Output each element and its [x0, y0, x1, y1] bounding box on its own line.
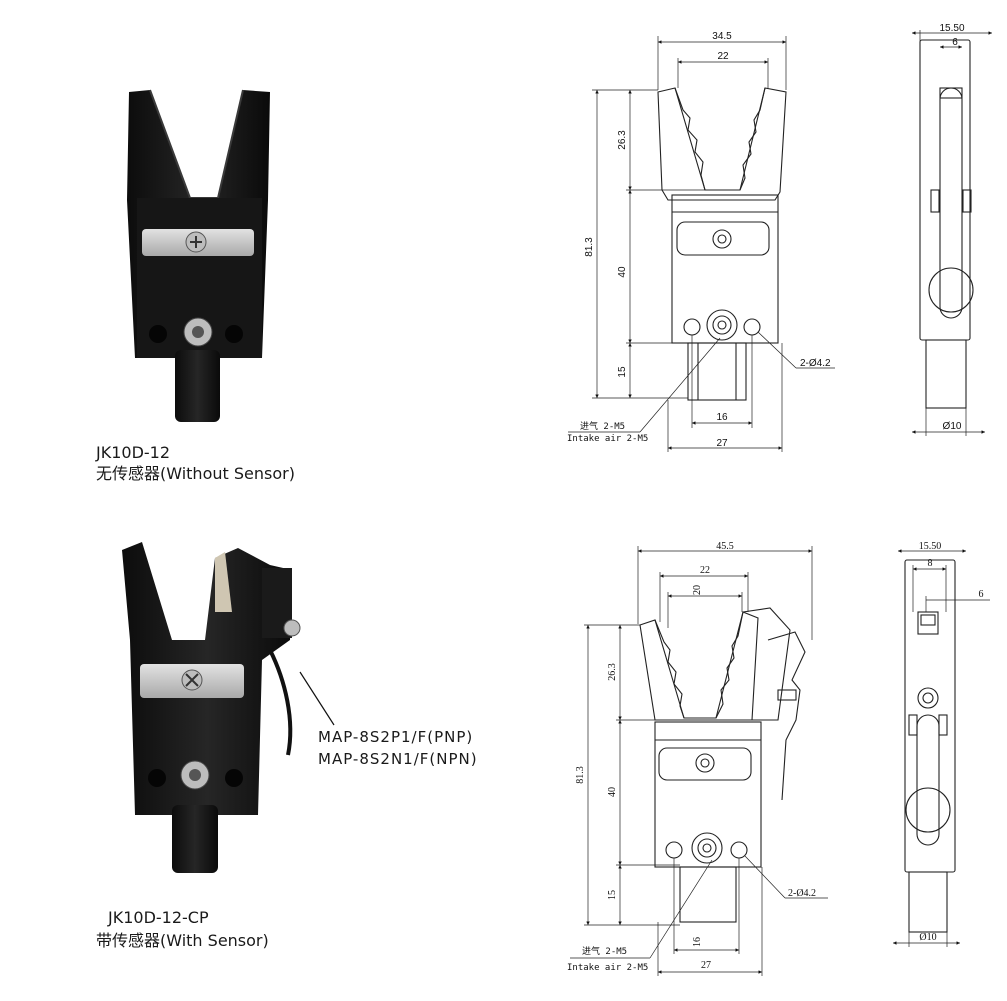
product2-desc: 带传感器(With Sensor): [96, 931, 269, 950]
dim-label: 6: [952, 37, 958, 48]
dim-label: 81.3: [575, 766, 586, 784]
dim-label: 6: [979, 589, 984, 600]
sensor-npn-label: MAP-8S2N1/F(NPN): [318, 750, 478, 768]
dim-label: Ø10: [919, 932, 936, 943]
dim-label: 40: [607, 787, 618, 797]
dim-label: 27: [701, 960, 711, 971]
dim-label: 26.3: [607, 663, 618, 681]
dim-label: 22: [717, 51, 729, 62]
drawing1-front-view: [657, 87, 787, 401]
sensor-pnp-label: MAP-8S2P1/F(PNP): [318, 728, 474, 746]
dim-label: 22: [700, 565, 710, 576]
drawing2-side-dimensions: [893, 549, 990, 947]
dim-label: 26.3: [617, 130, 628, 150]
dim-label: 2-Ø4.2: [800, 358, 831, 369]
dim-label: 40: [617, 266, 628, 278]
drawing1-dim-labels: 34.5 22 81.3 26.3 40 15 16 27 2-Ø4.2 进气 …: [567, 31, 831, 449]
drawing2-side-view: [904, 559, 956, 933]
dim-label: 45.5: [716, 541, 734, 552]
dim-label: 2-Ø4.2: [788, 888, 816, 899]
dim-label: 16: [716, 412, 728, 423]
dim-label: 8: [928, 558, 933, 569]
product2-model: JK10D-12-CP: [108, 908, 209, 927]
dim-label: 16: [692, 937, 703, 947]
drawing2-front-view: [639, 607, 806, 923]
dim-label: Ø10: [943, 421, 962, 432]
dim-label: 15: [617, 366, 628, 378]
dim-label: 34.5: [712, 31, 732, 42]
gripper-photo-without-sensor: [127, 89, 270, 422]
intake-en-label: Intake air 2-M5: [567, 963, 648, 973]
gripper-photo-with-sensor: [122, 542, 335, 873]
drawing1-side-labels: 15.50 6 Ø10: [939, 23, 964, 432]
drawing1-side-dimensions: [912, 30, 992, 436]
product1-desc: 无传感器(Without Sensor): [96, 464, 295, 483]
dim-label: 27: [716, 438, 728, 449]
dim-label: 15.50: [939, 23, 964, 34]
dim-label: 15.50: [919, 541, 942, 552]
drawing2-dim-labels: 45.5 22 20 81.3 26.3 40 15 16 27 2-Ø4.2 …: [567, 541, 816, 973]
drawing1-side-view: [919, 39, 974, 409]
drawing1-dimensions: [568, 36, 835, 452]
intake-cn-label: 进气 2-M5: [580, 420, 625, 432]
intake-cn-label: 进气 2-M5: [582, 945, 627, 957]
dim-label: 15: [607, 890, 618, 900]
dim-label: 20: [692, 585, 703, 595]
product1-model: JK10D-12: [96, 443, 171, 462]
dim-label: 81.3: [584, 237, 595, 257]
drawing2-dimensions: [570, 546, 828, 976]
drawing2-side-labels: 15.50 8 6 Ø10: [919, 541, 984, 943]
intake-en-label: Intake air 2-M5: [567, 434, 648, 444]
